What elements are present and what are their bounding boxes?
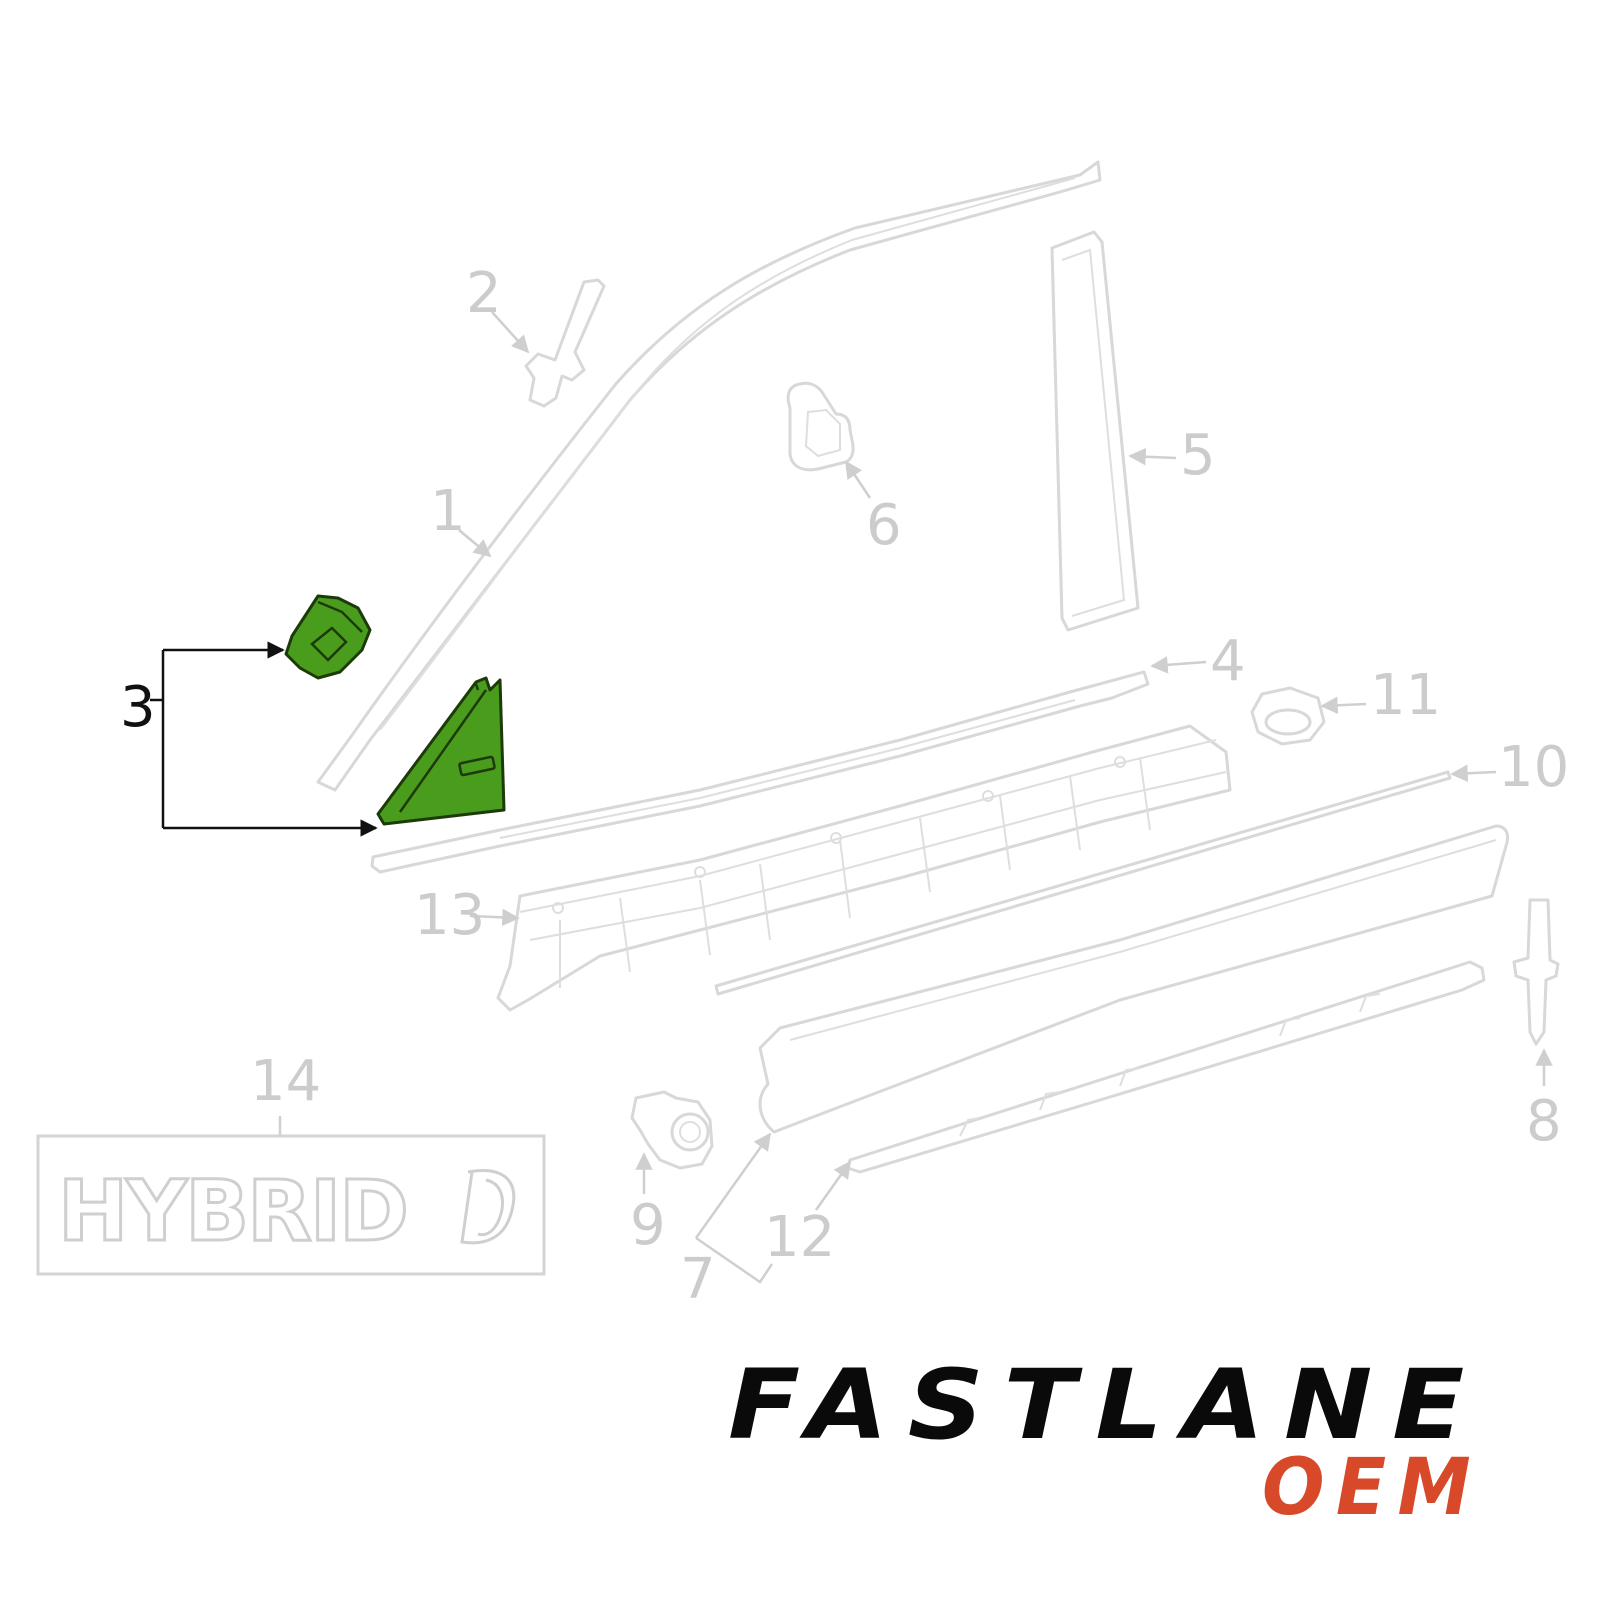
callout-14: 14 — [250, 1049, 321, 1114]
part-12-lower-strip — [846, 960, 1486, 1174]
callout-8: 8 — [1526, 1089, 1562, 1154]
part-7-rocker-molding — [758, 824, 1510, 1134]
part-9-grommet — [630, 1090, 714, 1170]
callout-10: 10 — [1498, 735, 1569, 800]
part-6-clip — [786, 381, 855, 472]
callout-labels: 1 2 3 4 5 6 7 8 9 10 11 12 13 14 — [120, 261, 1569, 1312]
callout-3-bracket — [150, 641, 378, 837]
part-13-rocker-panel — [496, 724, 1232, 1012]
callout-5: 5 — [1180, 423, 1216, 488]
callout-3: 3 — [120, 675, 156, 740]
part-2-clip — [524, 278, 606, 408]
part-3-cover-upper — [284, 594, 372, 680]
part-11-nut — [1250, 686, 1326, 746]
leader-lines — [278, 311, 1553, 1284]
fastlane-oem-logo: FASTLANE OEM — [728, 1349, 1484, 1533]
part-10-strip — [714, 770, 1452, 996]
callout-2: 2 — [466, 261, 502, 326]
callout-12: 12 — [764, 1205, 835, 1270]
logo-sub: OEM — [1262, 1443, 1482, 1533]
emblem-text: HYBRID — [58, 1162, 407, 1260]
logo-name: FASTLANE — [728, 1349, 1484, 1461]
part-3-triangle-garnish — [376, 676, 506, 826]
part-8-clip — [1512, 898, 1560, 1046]
callout-7: 7 — [680, 1247, 716, 1312]
part-5-pillar-garnish — [1050, 230, 1140, 632]
callout-4: 4 — [1210, 629, 1246, 694]
part-4-belt-molding — [370, 670, 1150, 874]
part-14-hybrid-emblem: HYBRID — [36, 1134, 546, 1276]
callout-1: 1 — [430, 479, 466, 544]
callout-13: 13 — [414, 883, 485, 948]
callout-6: 6 — [866, 493, 902, 558]
callout-11: 11 — [1370, 663, 1441, 728]
part-1-molding — [316, 160, 1102, 792]
callout-9: 9 — [630, 1193, 666, 1258]
